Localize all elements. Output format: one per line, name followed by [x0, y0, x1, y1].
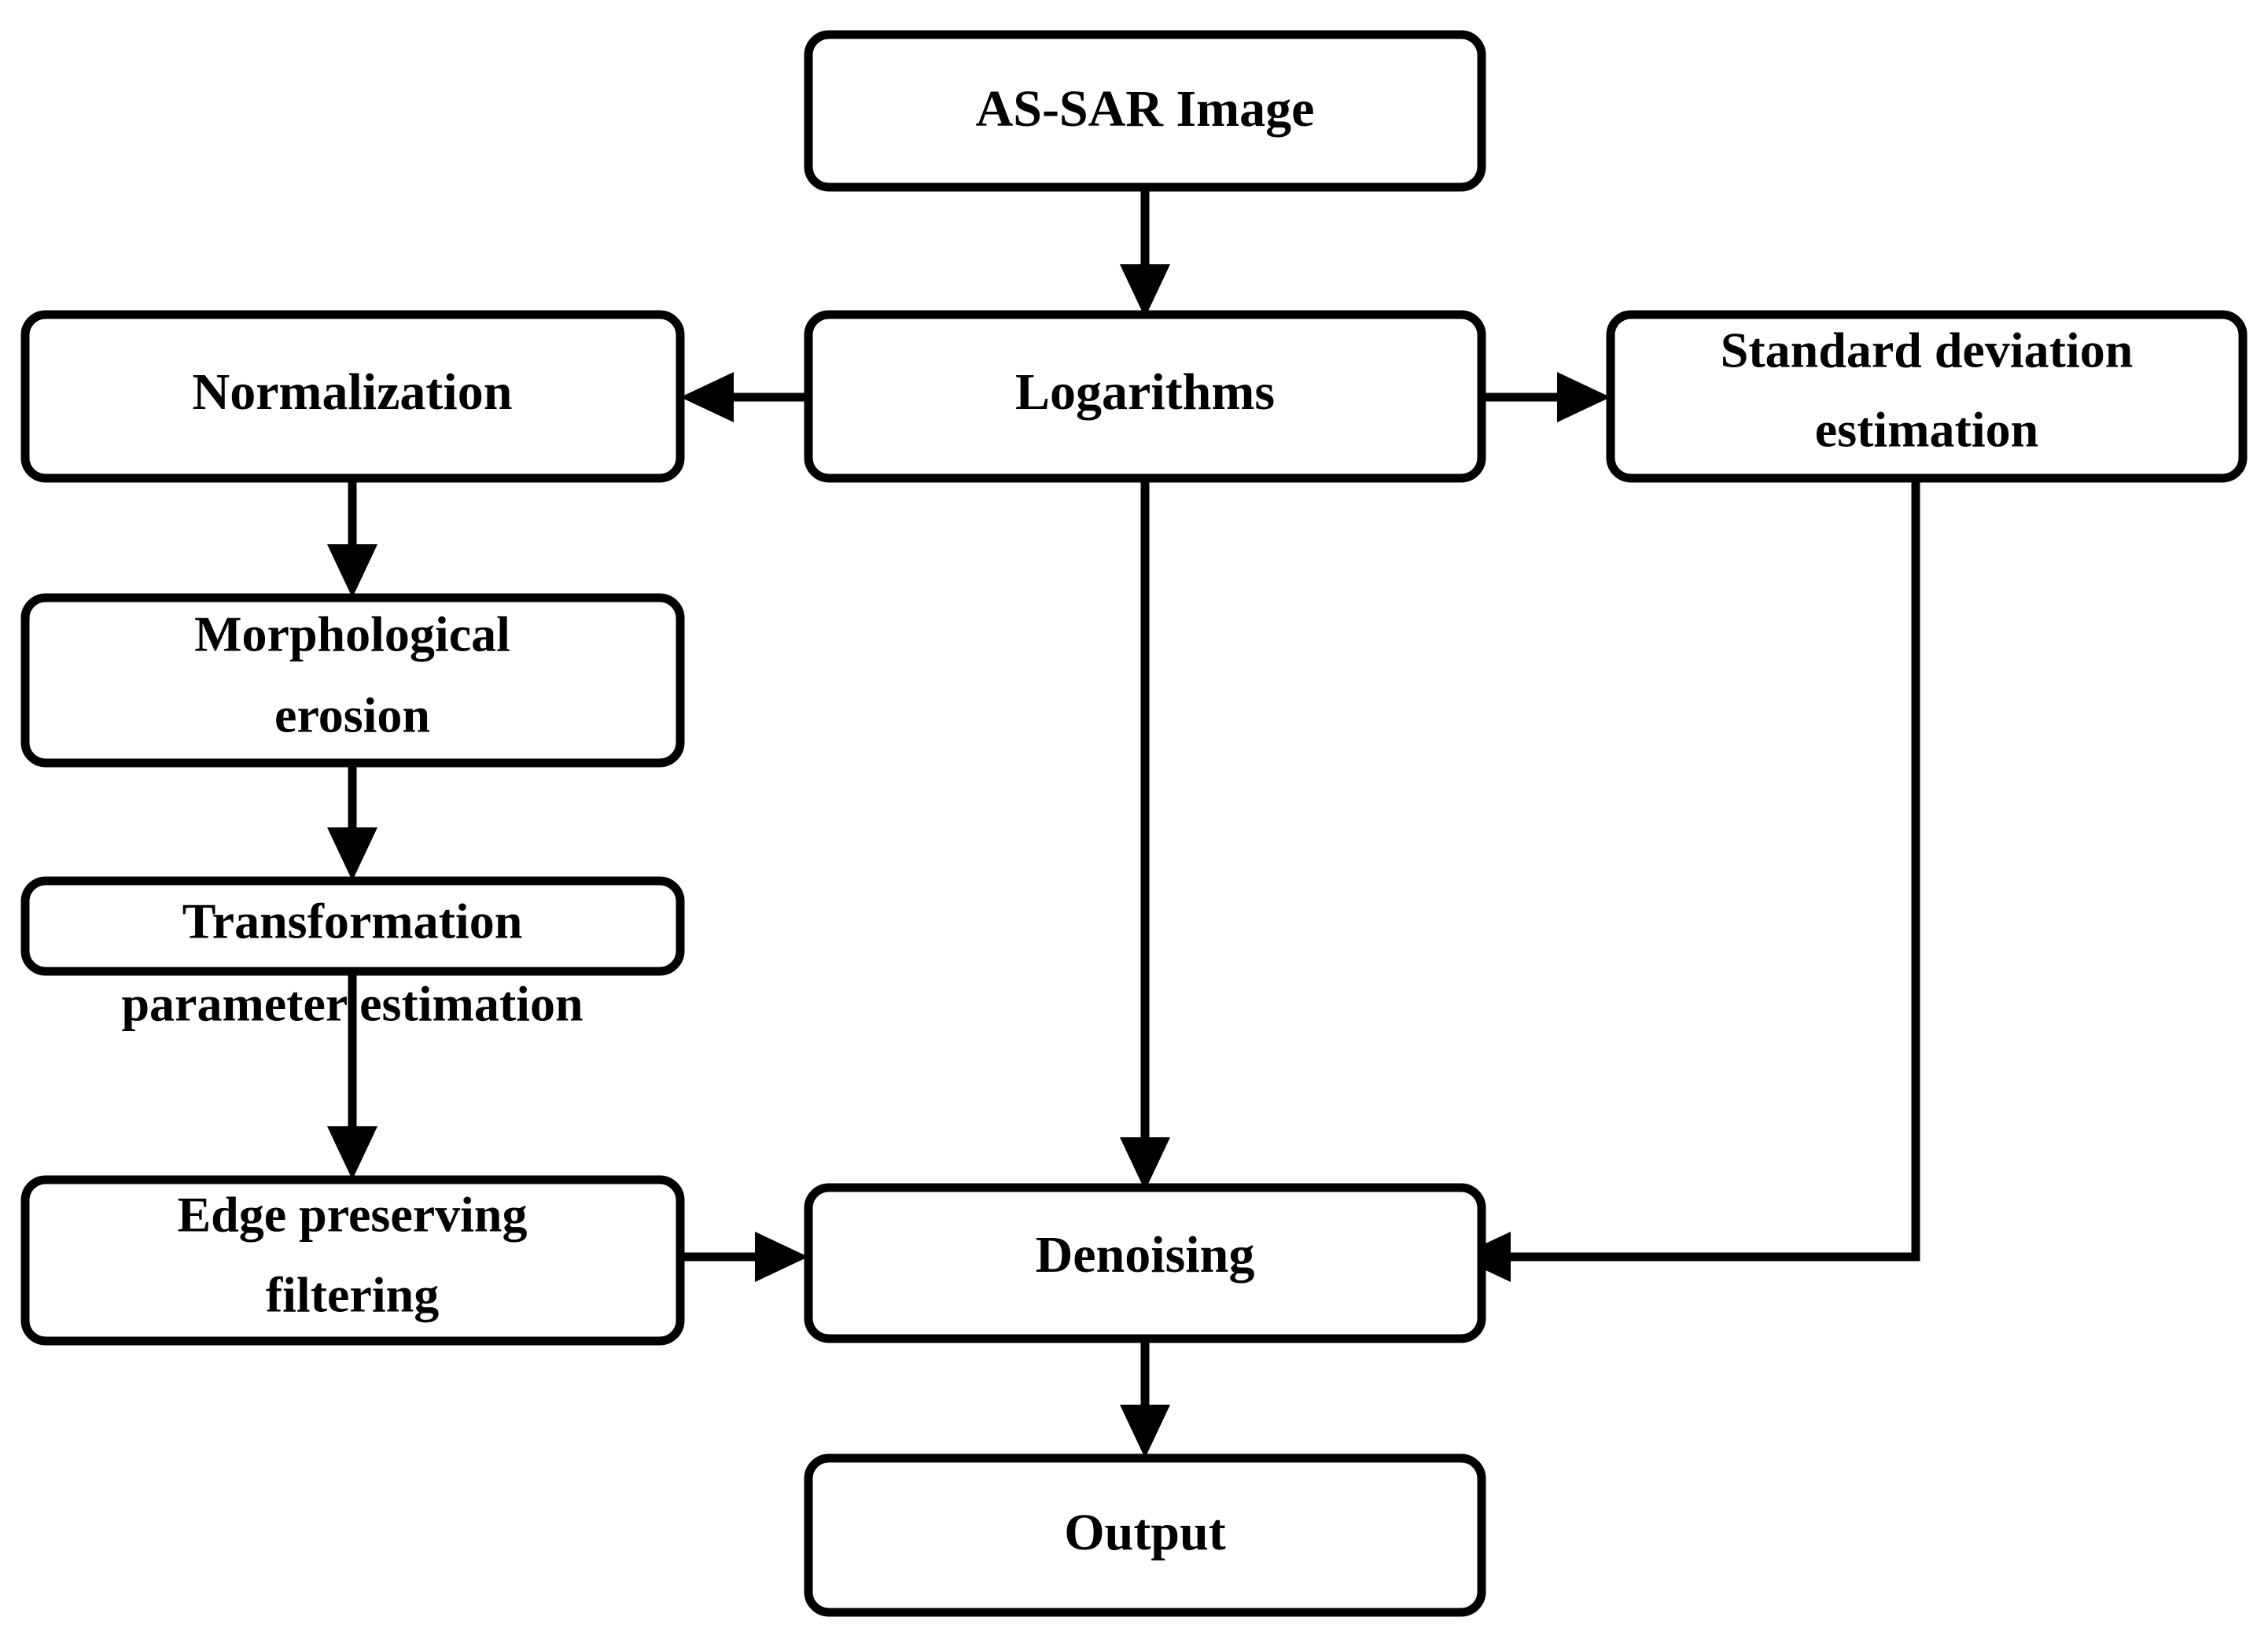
edge-preserving-filtering-box[interactable]	[20, 1175, 685, 1346]
connector-layer	[327, 187, 1920, 1458]
node-transformation-parameter-estimation[interactable]: Transformation parameter estimation	[20, 876, 685, 1032]
transformation-parameter-estimation-box[interactable]	[20, 876, 685, 976]
output-box[interactable]	[804, 1453, 1486, 1617]
edge-denoising-to-output	[1120, 1339, 1170, 1458]
edge-preserving-filtering-label-line1: Edge preserving	[177, 1187, 527, 1243]
node-as-sar-image[interactable]: AS-SAR Image	[804, 30, 1486, 192]
denoising-label: Denoising	[1036, 1226, 1255, 1284]
standard-deviation-estimation-box[interactable]	[1606, 310, 2248, 483]
node-logarithms[interactable]: Logarithms	[804, 310, 1486, 483]
morphological-erosion-box[interactable]	[20, 593, 685, 768]
edge-logarithms-to-stddev	[1482, 372, 1611, 422]
logarithms-label: Logarithms	[1015, 363, 1275, 421]
edge-erosion-to-transformation	[327, 763, 377, 881]
edge-normalization-to-erosion	[327, 478, 377, 598]
edge-preserving-filtering-label-line2: filtering	[266, 1267, 439, 1323]
edge-logarithms-to-normalization	[680, 372, 808, 422]
transformation-parameter-estimation-label-line1: Transformation	[182, 893, 523, 949]
node-denoising[interactable]: Denoising	[804, 1183, 1486, 1343]
edge-transformation-to-edgefilter	[327, 971, 377, 1180]
edge-stddev-to-denoising	[1457, 478, 1920, 1282]
node-output[interactable]: Output	[804, 1453, 1486, 1617]
denoising-box[interactable]	[804, 1183, 1486, 1343]
normalization-label: Normalization	[193, 363, 513, 421]
standard-deviation-estimation-label-line2: estimation	[1815, 402, 2038, 458]
morphological-erosion-label-line2: erosion	[274, 687, 430, 743]
as-sar-image-label: AS-SAR Image	[976, 80, 1315, 138]
as-sar-image-box[interactable]	[804, 30, 1486, 192]
transformation-parameter-estimation-label-line2: parameter estimation	[121, 976, 583, 1032]
standard-deviation-estimation-label-line1: Standard deviation	[1721, 322, 2134, 378]
logarithms-box[interactable]	[804, 310, 1486, 483]
morphological-erosion-label-line1: Morphological	[194, 606, 510, 662]
node-standard-deviation-estimation[interactable]: Standard deviation estimation	[1606, 310, 2248, 483]
node-morphological-erosion[interactable]: Morphological erosion	[20, 593, 685, 768]
node-edge-preserving-filtering[interactable]: Edge preserving filtering	[20, 1175, 685, 1346]
edge-edgefilter-to-denoising	[680, 1232, 808, 1282]
edge-logarithms-to-denoising	[1120, 478, 1170, 1191]
edge-assar-to-logarithms	[1120, 187, 1170, 318]
normalization-box[interactable]	[20, 310, 685, 483]
node-normalization[interactable]: Normalization	[20, 310, 685, 483]
output-label: Output	[1064, 1504, 1225, 1561]
